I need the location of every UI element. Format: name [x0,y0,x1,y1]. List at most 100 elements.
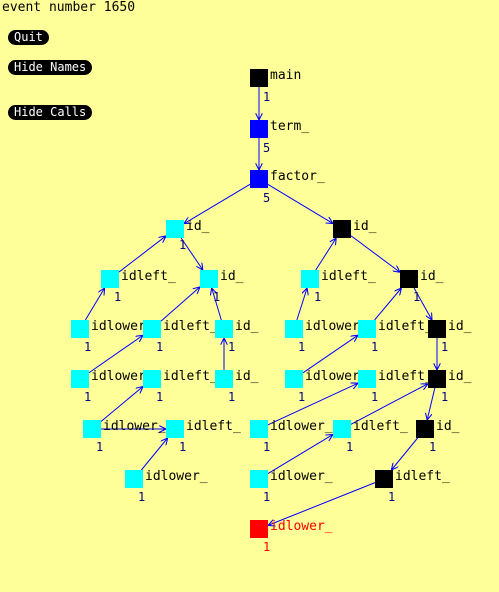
graph-node-factor[interactable]: factor_5 [250,169,325,205]
hide-names-button[interactable]: Hide Names [8,60,93,75]
call-edge-id_R-to-id_R2 [350,235,400,273]
node-count-label: 1 [388,490,395,504]
node-name-label: factor_ [270,169,325,184]
node-box[interactable] [166,220,184,238]
node-box[interactable] [428,320,446,338]
node-box[interactable] [301,270,319,288]
node-box[interactable] [285,320,303,338]
call-edge-id_L3-to-id_L2 [212,288,222,321]
graph-node-term[interactable]: term_5 [250,119,309,155]
graph-node-idlower_L2[interactable]: idlower_1 [71,369,154,404]
graph-node-idlower_R2[interactable]: idlower_1 [285,369,368,404]
node-box[interactable] [125,470,143,488]
graph-node-idlower_R1[interactable]: idlower_1 [285,319,368,354]
graph-node-idleft_R1[interactable]: idleft_1 [301,269,376,304]
call-edge-idleft_L1-to-id_L [118,236,166,273]
graph-node-idlower_L1[interactable]: idlower_1 [71,319,154,354]
graph-node-idleft_L4[interactable]: idleft_1 [166,419,241,454]
graph-node-idleft_R2[interactable]: idleft_1 [358,319,433,354]
node-name-label: id_ [436,419,460,434]
node-name-label: term_ [270,119,309,134]
node-name-label: main [270,68,301,83]
node-box[interactable] [250,69,268,87]
node-name-label: id_ [420,269,444,284]
node-box[interactable] [250,420,268,438]
node-name-label: id_ [220,269,244,284]
node-box[interactable] [200,270,218,288]
graph-node-id_L3[interactable]: id_1 [215,319,259,354]
node-box[interactable] [333,220,351,238]
call-edge-idleft_L2-to-id_L2 [160,287,200,322]
node-box[interactable] [143,320,161,338]
graph-node-idlower_R4[interactable]: idlower_1 [250,469,333,504]
node-box[interactable] [250,120,268,138]
node-box[interactable] [101,270,119,288]
graph-node-idleft_R4[interactable]: idleft_1 [333,419,408,454]
node-count-label: 1 [346,440,353,454]
node-name-label: idleft_ [163,319,218,334]
node-box[interactable] [358,320,376,338]
graph-node-idlower_R5[interactable]: idlower_1 [250,519,333,554]
graph-node-id_L2[interactable]: id_1 [200,269,244,304]
edges-layer [84,87,437,526]
quit-button[interactable]: Quit [8,30,49,45]
node-name-label: idlower_ [270,469,333,484]
graph-node-idleft_R5[interactable]: idleft_1 [375,469,450,504]
graph-node-idlower_R3[interactable]: idlower_1 [250,419,333,454]
node-box[interactable] [333,420,351,438]
graph-node-idleft_L3[interactable]: idleft_1 [143,369,218,404]
node-name-label: id_ [353,219,377,234]
node-count-label: 1 [371,340,378,354]
node-name-label: id_ [186,219,210,234]
node-name-label: idlower_ [305,369,368,384]
node-box[interactable] [215,320,233,338]
node-box[interactable] [83,420,101,438]
graph-node-id_L4[interactable]: id_1 [215,369,259,404]
node-box[interactable] [250,170,268,188]
node-name-label: idlower_ [91,369,154,384]
node-box[interactable] [71,320,89,338]
node-count-label: 1 [441,340,448,354]
node-box[interactable] [250,520,268,538]
node-name-label: idlower_ [270,419,333,434]
graph-node-idleft_L2[interactable]: idleft_1 [143,319,218,354]
graph-node-id_R4[interactable]: id_1 [428,369,472,404]
graph-node-id_R3[interactable]: id_1 [428,319,472,354]
node-name-label: idleft_ [121,269,176,284]
node-name-label: idlower_ [305,319,368,334]
node-box[interactable] [250,470,268,488]
graph-node-idleft_L1[interactable]: idleft_1 [101,269,176,304]
graph-node-idlower_L4[interactable]: idlower_1 [125,469,208,504]
call-edge-idleft_R5-to-idlower_R5 [268,482,376,526]
hide-calls-button[interactable]: Hide Calls [8,105,93,120]
graph-node-id_R5[interactable]: id_1 [416,419,460,454]
node-box[interactable] [428,370,446,388]
node-count-label: 1 [114,290,121,304]
node-name-label: id_ [235,369,259,384]
call-edge-idleft_R1-to-id_R [315,238,336,271]
node-box[interactable] [416,420,434,438]
graph-node-idlower_L3[interactable]: idlower_1 [83,419,166,454]
node-box[interactable] [400,270,418,288]
node-box[interactable] [358,370,376,388]
node-box[interactable] [143,370,161,388]
node-count-label: 5 [263,141,270,155]
node-box[interactable] [285,370,303,388]
graph-node-id_R2[interactable]: id_1 [400,269,444,304]
graph-node-idleft_R3[interactable]: idleft_1 [358,369,433,404]
node-name-label: idleft_ [186,419,241,434]
graph-node-id_L[interactable]: id_1 [166,219,210,252]
call-edge-idlower_L1-to-idleft_L1 [84,288,104,321]
call-edge-idleft_R4-to-id_R4 [350,384,428,425]
graph-node-id_R[interactable]: id_ [333,219,377,238]
node-box[interactable] [166,420,184,438]
node-name-label: idleft_ [163,369,218,384]
node-count-label: 1 [413,290,420,304]
node-box[interactable] [375,470,393,488]
node-count-label: 1 [179,238,186,252]
node-box[interactable] [71,370,89,388]
node-count-label: 1 [156,390,163,404]
node-box[interactable] [215,370,233,388]
